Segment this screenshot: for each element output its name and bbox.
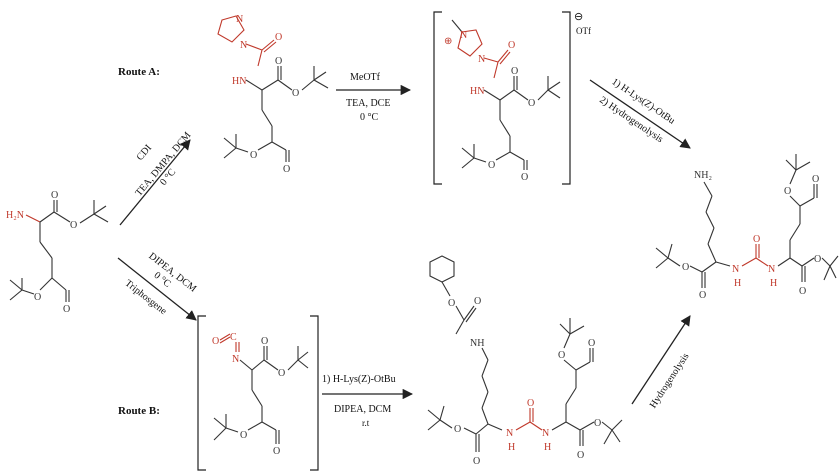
plus-charge: ⊕ xyxy=(444,36,452,47)
o-label: O xyxy=(278,368,285,379)
hn-label: HN xyxy=(232,76,246,87)
a2-conditions: TEA, DCE xyxy=(346,98,390,109)
a3-step1: 1) H-Lys(Z)-OtBu xyxy=(610,76,677,126)
o-label: O xyxy=(527,398,534,409)
bracket-left-a xyxy=(433,11,442,185)
o-label: O xyxy=(577,450,584,461)
o-label: O xyxy=(814,254,821,265)
o-label: O xyxy=(682,262,689,273)
h2n-label: H₂N xyxy=(6,210,24,221)
o-label: O xyxy=(799,286,806,297)
hn-label: HN xyxy=(470,86,484,97)
o-label: O xyxy=(240,430,247,441)
intermediate-b1: O C N O O O O xyxy=(212,332,309,457)
n-label: N xyxy=(232,354,239,365)
h-label: H xyxy=(544,442,551,453)
nh2-label: NH₂ xyxy=(694,170,712,181)
a1-reagent: CDI xyxy=(135,143,155,163)
bracket-right-b xyxy=(310,315,319,471)
o-label: O xyxy=(594,418,601,429)
o-label: O xyxy=(448,298,455,309)
o-label: O xyxy=(558,350,565,361)
o-label: O xyxy=(275,32,282,43)
o-label: O xyxy=(508,40,515,51)
b3-step: Hydrogenolysis xyxy=(648,351,692,410)
b2-step1: 1) H-Lys(Z)-OtBu xyxy=(322,374,396,385)
a1-conditions: TEA, DMPA, DCM xyxy=(133,130,193,199)
b2-temp: r.t xyxy=(362,418,370,428)
intermediate-b2: O O NH O O N H O N H O xyxy=(427,255,623,467)
final-product: NH₂ O O N H O N H O O xyxy=(655,154,839,301)
arrow-b3 xyxy=(631,315,691,405)
o-label: O xyxy=(70,220,77,231)
o-label: O xyxy=(34,292,41,303)
route-a-label: Route A: xyxy=(118,66,160,78)
o-label: O xyxy=(212,336,219,347)
c-label: C xyxy=(230,332,237,343)
o-label: O xyxy=(784,186,791,197)
n-label: N xyxy=(460,30,467,41)
h-label: H xyxy=(508,442,515,453)
h-label: H xyxy=(734,278,741,289)
h-label: H xyxy=(770,278,777,289)
o-label: O xyxy=(588,338,595,349)
o-label: O xyxy=(273,446,280,457)
starting-material: H₂N O O O O xyxy=(6,190,109,315)
o-label: O xyxy=(812,174,819,185)
o-label: O xyxy=(283,164,290,175)
o-label: O xyxy=(261,336,268,347)
o-label: O xyxy=(454,424,461,435)
counterion-label: OTf xyxy=(576,26,591,36)
o-label: O xyxy=(473,456,480,467)
arrow-b1 xyxy=(117,257,197,321)
minus-charge: ⊖ xyxy=(574,11,583,23)
arrow-a3 xyxy=(589,79,691,149)
bracket-left-b xyxy=(197,315,206,471)
o-label: O xyxy=(250,150,257,161)
intermediate-a2: ⊕ N N O HN O O O O xyxy=(444,19,561,183)
o-label: O xyxy=(753,234,760,245)
o-label: O xyxy=(511,66,518,77)
nh-label: NH xyxy=(470,338,484,349)
o-label: O xyxy=(292,88,299,99)
o-label: O xyxy=(275,56,282,67)
o-label: O xyxy=(699,290,706,301)
o-label: O xyxy=(521,172,528,183)
n-label: N xyxy=(240,40,247,51)
n-label: N xyxy=(236,14,243,25)
a2-reagent: MeOTf xyxy=(350,72,381,83)
o-label: O xyxy=(528,98,535,109)
route-b-label: Route B: xyxy=(118,405,160,417)
o-label: O xyxy=(63,304,70,315)
o-label: O xyxy=(488,160,495,171)
bracket-right-a xyxy=(562,11,571,185)
b2-conditions: DIPEA, DCM xyxy=(334,404,391,415)
nh-label: N xyxy=(542,428,549,439)
nh-label: N xyxy=(506,428,513,439)
o-label: O xyxy=(474,296,481,307)
o-label: O xyxy=(51,190,58,201)
a2-temp: 0 °C xyxy=(360,112,378,123)
intermediate-a1: N N O HN O O O O xyxy=(217,14,329,175)
nh-label: N xyxy=(732,264,739,275)
nh-label: N xyxy=(768,264,775,275)
n-label: N xyxy=(478,54,485,65)
b1-conditions: DIPEA, DCM xyxy=(146,251,198,295)
arrow-a1 xyxy=(119,139,191,226)
